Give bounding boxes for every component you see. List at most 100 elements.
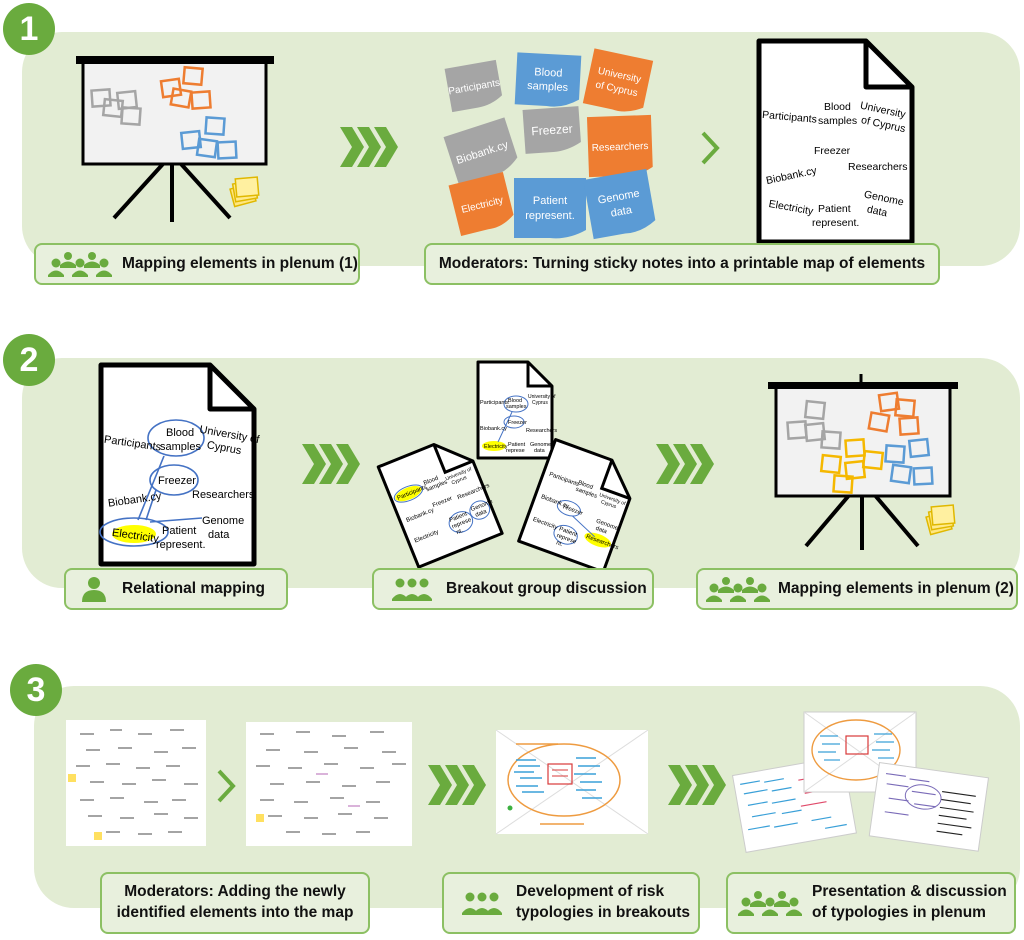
triple-chevron-icon <box>302 444 360 484</box>
svg-text:Researchers: Researchers <box>848 161 908 173</box>
svg-text:Genome: Genome <box>202 515 244 527</box>
printable-map-document: Participants Blood samples University of… <box>756 38 915 245</box>
chevron-right-icon <box>217 769 236 803</box>
people-group-icon <box>462 891 502 915</box>
people-group-icon <box>738 890 802 916</box>
svg-text:Freezer: Freezer <box>508 420 527 426</box>
triple-chevron-icon <box>428 765 486 805</box>
svg-text:Participants: Participants <box>480 400 509 406</box>
label-moderators-adding-elements: Moderators: Adding the newly identified e… <box>100 872 370 934</box>
label-moderators-printable-map: Moderators: Turning sticky notes into a … <box>424 243 940 285</box>
sticky-blood-samples: Blood samples <box>514 52 582 107</box>
label-text: Mapping elements in plenum (1) <box>122 254 358 272</box>
sticky-genome: Genome data <box>583 168 656 240</box>
map-thumbnail-updated <box>246 722 412 846</box>
presentation-typologies-stack <box>731 711 990 853</box>
person-icon <box>82 576 106 602</box>
svg-text:Blood: Blood <box>577 480 593 491</box>
label-line: identified elements into the map <box>116 904 354 921</box>
label-line: Moderators: Adding the newly <box>124 883 346 901</box>
svg-text:Patient: Patient <box>818 203 851 215</box>
svg-text:Blood: Blood <box>423 476 439 487</box>
svg-text:Cyprus: Cyprus <box>600 499 617 510</box>
sticky-notes-cluster: Participants Blood samples University of… <box>443 48 656 240</box>
triple-chevron-icon <box>340 127 398 167</box>
label-presentation-discussion: Presentation & discussion of typologies i… <box>726 872 1016 934</box>
svg-text:Genome: Genome <box>530 442 551 448</box>
svg-text:Blood: Blood <box>166 427 194 439</box>
sticky-freezer: Freezer <box>522 106 581 154</box>
label-development-risk-typologies: Development of risk typologies in breakou… <box>442 872 700 934</box>
step-3-badge: 3 <box>10 664 62 716</box>
label-breakout-discussion: Breakout group discussion <box>372 568 654 610</box>
svg-text:Patient: Patient <box>508 442 526 448</box>
triple-chevron-icon <box>656 444 714 484</box>
svg-text:Blood: Blood <box>534 66 563 79</box>
svg-text:data: data <box>610 204 634 220</box>
label-text: Breakout group discussion <box>446 579 647 597</box>
map-thumbnail-initial <box>66 720 206 846</box>
svg-text:Biobank.cy: Biobank.cy <box>480 426 507 432</box>
svg-text:represent.: represent. <box>156 539 206 551</box>
svg-text:data: data <box>208 529 230 541</box>
svg-text:data: data <box>595 526 609 536</box>
svg-text:Electricity: Electricity <box>484 444 508 450</box>
svg-text:samples: samples <box>527 80 569 94</box>
svg-text:nt.: nt. <box>555 540 564 548</box>
people-group-icon <box>392 577 432 601</box>
sticky-university: University of Cyprus <box>582 48 654 112</box>
breakout-document-top: Participants Blood samples University of… <box>476 360 557 460</box>
svg-text:samples: samples <box>506 404 527 410</box>
label-line: typologies in breakouts <box>516 904 690 921</box>
relational-map-document: Participants Blood samples University of… <box>98 362 261 567</box>
label-text: Moderators: Turning sticky notes into a … <box>438 254 926 272</box>
sticky-electricity: Electricity <box>448 171 514 237</box>
label-relational-mapping: Relational mapping <box>64 568 288 610</box>
svg-text:Researchers: Researchers <box>526 428 557 434</box>
svg-text:data: data <box>866 203 889 219</box>
svg-text:represent.: represent. <box>812 217 859 229</box>
svg-text:Participants: Participants <box>762 109 818 126</box>
svg-text:Cyprus: Cyprus <box>451 475 468 487</box>
svg-text:nt.: nt. <box>456 528 465 536</box>
svg-text:Blood: Blood <box>508 398 522 404</box>
label-text: Mapping elements in plenum (2) <box>778 579 1014 597</box>
label-line: Presentation & discussion <box>812 883 1007 901</box>
flipchart-illustration-1 <box>76 56 274 222</box>
label-mapping-plenum-1: Mapping elements in plenum (1) <box>34 243 360 285</box>
step-1-badge: 1 <box>3 3 55 55</box>
sticky-researchers: Researchers <box>586 114 653 178</box>
svg-text:samples: samples <box>160 441 201 453</box>
svg-text:Researchers: Researchers <box>592 141 649 154</box>
breakout-document-right: Participants Blood samples University of… <box>517 438 632 574</box>
label-line: Development of risk <box>516 883 665 901</box>
label-text: Presentation & discussion of typologies i… <box>812 882 1007 924</box>
svg-text:University of: University of <box>528 394 556 400</box>
svg-text:represent.: represent. <box>525 210 575 222</box>
label-text: Moderators: Adding the newly identified e… <box>117 882 354 924</box>
svg-text:Researchers: Researchers <box>192 489 255 501</box>
svg-text:represe: represe <box>506 448 525 454</box>
chevron-right-icon <box>701 131 720 165</box>
label-line: of typologies in plenum <box>812 904 986 921</box>
svg-text:data: data <box>475 509 489 519</box>
sticky-biobank: Biobank.cy <box>443 117 518 187</box>
people-group-icon <box>48 251 112 277</box>
svg-text:Patient: Patient <box>533 195 567 207</box>
svg-text:Freezer: Freezer <box>531 122 573 139</box>
svg-text:Patient: Patient <box>162 525 196 537</box>
risk-typology-thumbnail <box>495 729 649 835</box>
label-text: Development of risk typologies in breakou… <box>516 882 690 924</box>
label-text: Relational mapping <box>122 579 265 597</box>
people-group-icon <box>706 576 770 602</box>
label-mapping-plenum-2: Mapping elements in plenum (2) <box>696 568 1018 610</box>
svg-text:Cyprus: Cyprus <box>532 400 548 406</box>
triple-chevron-icon <box>668 765 726 805</box>
step-2-badge: 2 <box>3 334 55 386</box>
breakout-document-left: Participants Blood samples University of… <box>376 442 504 569</box>
sticky-participants: Participants <box>444 59 503 113</box>
svg-text:samples: samples <box>818 115 857 127</box>
flipchart-illustration-2 <box>768 374 958 550</box>
svg-text:data: data <box>534 448 546 454</box>
svg-text:Freezer: Freezer <box>158 475 196 487</box>
